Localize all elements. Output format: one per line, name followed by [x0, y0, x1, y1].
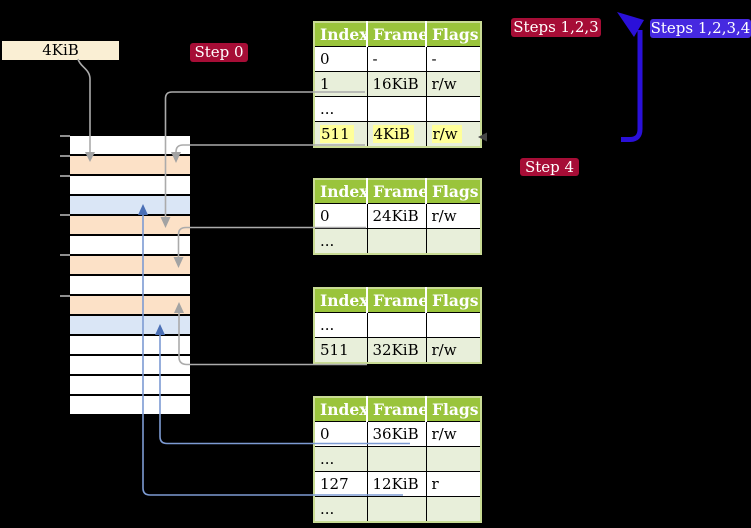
column-header-flags: Flags [425, 179, 481, 204]
badge-step-0: Step 0 [190, 43, 248, 62]
cell-flags [425, 496, 482, 523]
column-header-frame: Frame [366, 22, 426, 47]
table-row: ... [313, 312, 482, 338]
cell-frame: 32KiB [366, 337, 427, 364]
table-row: 1 16KiB r/w [313, 71, 482, 97]
table-header-row: Index Frame Flags [314, 22, 481, 47]
cell-index: 127 [313, 471, 368, 497]
table-row: ... [313, 228, 482, 255]
memory-frame-row-orange [70, 296, 190, 316]
cell-flags: r/w [425, 421, 482, 447]
cell-flags: r/w [425, 121, 482, 148]
memory-frame-row-white [70, 176, 190, 196]
cell-flags [425, 446, 482, 472]
table-row: 511 32KiB r/w [313, 337, 482, 364]
table-row: 0 36KiB r/w [313, 421, 482, 447]
cell-flags [425, 312, 482, 338]
table-row: ... [313, 96, 482, 122]
page-table-3: Index Frame Flags ... 511 32KiB r/w [313, 287, 482, 364]
column-header-flags: Flags [425, 22, 481, 47]
memory-frame-row-orange [70, 216, 190, 236]
cell-frame: 24KiB [366, 203, 427, 229]
table-row: ... [313, 496, 482, 523]
cell-index: ... [313, 312, 368, 338]
cell-index: ... [313, 446, 368, 472]
page-table-2: Index Frame Flags 0 24KiB r/w ... [313, 178, 482, 255]
memory-frame-row-blue [70, 196, 190, 216]
memory-frame-row-white [70, 336, 190, 356]
memory-boundary-tick [60, 295, 70, 297]
column-header-frame: Frame [366, 288, 426, 313]
column-header-frame: Frame [366, 397, 426, 422]
table-row: 0 24KiB r/w [313, 203, 482, 229]
cell-index: 511 [313, 121, 368, 148]
cell-frame [366, 312, 427, 338]
cell-index: 1 [313, 71, 368, 97]
cell-index: ... [313, 228, 368, 255]
page-table-1: Index Frame Flags 0 - - 1 16KiB r/w ... … [313, 21, 482, 148]
cell-frame: 4KiB [366, 121, 427, 148]
memory-frame-row-white [70, 396, 190, 416]
table-header-row: Index Frame Flags [314, 288, 481, 313]
highlight: r/w [431, 125, 462, 143]
frame-size-label: 4KiB [2, 41, 119, 60]
table-header-row: Index Frame Flags [314, 397, 481, 422]
cell-index: 0 [313, 421, 368, 447]
cell-index: 0 [313, 46, 368, 72]
badge-steps-1-2-3: Steps 1,2,3 [511, 18, 601, 37]
memory-frame-row-white [70, 376, 190, 396]
table-header-row: Index Frame Flags [314, 179, 481, 204]
cell-flags [425, 96, 482, 122]
cell-frame [366, 96, 427, 122]
table-row-highlighted: 511 4KiB r/w [313, 121, 482, 148]
memory-frame-row-blue [70, 316, 190, 336]
cell-frame: 16KiB [366, 71, 427, 97]
memory-frame-row-white [70, 356, 190, 376]
badge-steps-1-2-3-4: Steps 1,2,3,4 [650, 19, 751, 38]
column-header-index: Index [314, 22, 367, 47]
memory-boundary-tick [60, 254, 70, 256]
memory-frame-row-orange [70, 156, 190, 176]
cell-flags: r/w [425, 71, 482, 97]
column-header-flags: Flags [425, 397, 481, 422]
memory-frame-row-white [70, 136, 190, 156]
highlight: 511 [320, 125, 354, 143]
step-flow-arrow [617, 12, 644, 142]
cell-index: 0 [313, 203, 368, 229]
memory-frame-row-white [70, 236, 190, 256]
arrow-up-left-icon [617, 12, 644, 37]
column-header-flags: Flags [425, 288, 481, 313]
column-header-index: Index [314, 288, 367, 313]
highlight: 4KiB [372, 125, 415, 143]
cell-frame: - [366, 46, 427, 72]
column-header-index: Index [314, 397, 367, 422]
cell-index: ... [313, 496, 368, 523]
page-table-4: Index Frame Flags 0 36KiB r/w ... 127 12… [313, 396, 482, 523]
memory-boundary-tick [60, 175, 70, 177]
column-header-frame: Frame [366, 179, 426, 204]
table-row: 127 12KiB r [313, 471, 482, 497]
cell-flags: r [425, 471, 482, 497]
memory-boundary-tick [60, 155, 70, 157]
cell-flags: - [425, 46, 482, 72]
cell-frame [366, 446, 427, 472]
cell-frame [366, 228, 427, 255]
memory-frame-row-orange [70, 256, 190, 276]
memory-boundary-tick [60, 135, 70, 137]
cell-index: ... [313, 96, 368, 122]
memory-boundary-tick [60, 214, 70, 216]
cell-frame [366, 496, 427, 523]
memory-column [70, 136, 190, 416]
cell-frame: 36KiB [366, 421, 427, 447]
cell-flags [425, 228, 482, 255]
table-row: 0 - - [313, 46, 482, 72]
memory-frame-row-white [70, 276, 190, 296]
table-row: ... [313, 446, 482, 472]
cell-flags: r/w [425, 203, 482, 229]
column-header-index: Index [314, 179, 367, 204]
badge-step-4: Step 4 [520, 158, 579, 176]
cell-flags: r/w [425, 337, 482, 364]
cell-index: 511 [313, 337, 368, 364]
cell-frame: 12KiB [366, 471, 427, 497]
